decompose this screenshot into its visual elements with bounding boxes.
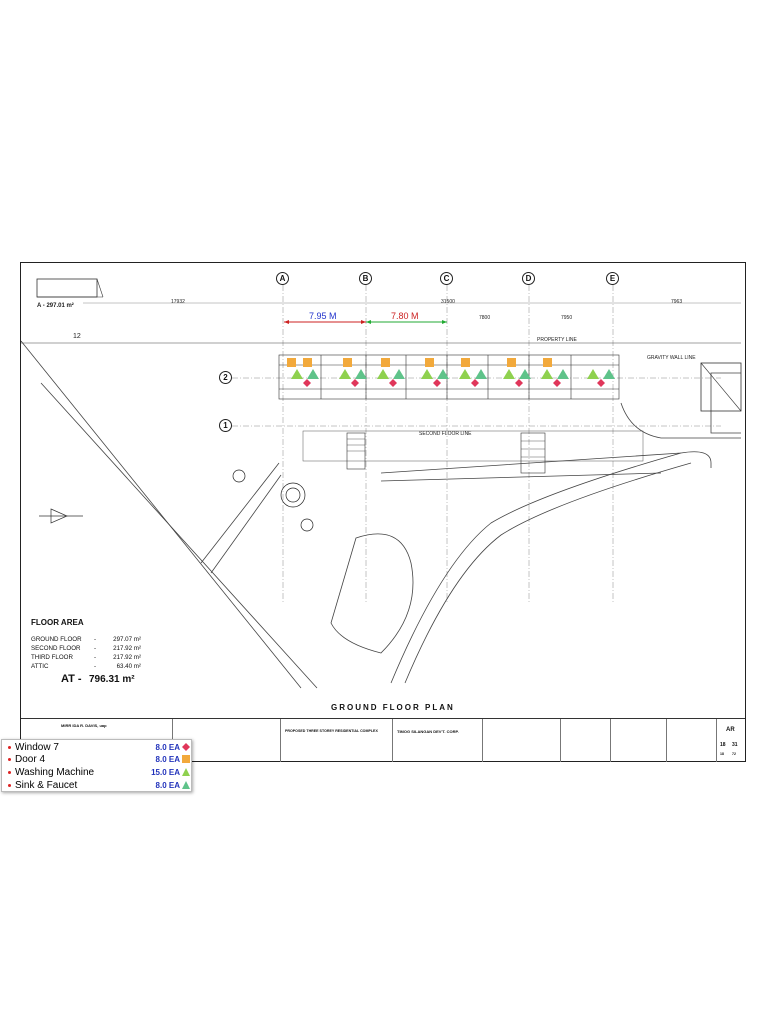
area-tag-box <box>36 278 98 298</box>
floor-area-row-dash: - <box>93 645 97 652</box>
north-arrow <box>39 508 83 524</box>
title-block-revisions <box>561 719 611 762</box>
sheet-total: 31 <box>732 742 738 748</box>
legend-item-name: Door 4 <box>15 753 46 765</box>
property-line-label: PROPERTY LINE <box>537 337 577 343</box>
title-block-sheet: AR 18 31 18 72 <box>717 719 745 762</box>
building-units <box>278 354 620 400</box>
sheet-number-2: 18 <box>720 752 724 756</box>
dimension-top-3: 7963 <box>671 299 683 305</box>
floor-area-row: THIRD FLOOR - 217.92 m² <box>31 653 201 662</box>
dimension-ab: 7.95 M <box>309 311 337 321</box>
stair-right <box>520 432 546 474</box>
adjacent-structure <box>700 362 742 412</box>
grid-bubble-2: 2 <box>219 371 232 384</box>
grid-lines <box>221 285 721 603</box>
square-icon <box>182 755 190 763</box>
legend-bullet <box>8 757 11 761</box>
dimension-sub-1: 7800 <box>479 315 491 321</box>
plan-title: GROUND FLOOR PLAN <box>331 703 455 712</box>
second-floor-outline <box>302 430 644 462</box>
triangle-icon <box>182 768 190 776</box>
floor-area-row-value: 217.92 m² <box>113 654 141 661</box>
project-title: PROPOSED THREE STOREY RESIDENTIAL COMPLE… <box>285 729 378 733</box>
floor-area-total-label: AT - <box>61 673 82 685</box>
dimension-bc: 7.80 M <box>391 311 419 321</box>
legend-bullet <box>8 770 11 774</box>
floor-area-row: SECOND FLOOR - 217.92 m² <box>31 644 201 653</box>
floor-area-row-value: 63.40 m² <box>116 663 141 670</box>
quantity-legend: Window 7 8.0 EA Door 4 8.0 EA Washing Ma… <box>1 739 192 792</box>
owner-name: TIMOG SILANGAN DEV'T. CORP. <box>397 729 459 734</box>
floor-area-row: GROUND FLOOR - 297.07 m² <box>31 635 201 644</box>
title-block-notes <box>173 719 281 762</box>
legend-item-name: Window 7 <box>15 741 59 753</box>
floor-area-row-value: 217.92 m² <box>113 645 141 652</box>
architect-name: MIRR IDA R. DAVIS, uap <box>61 723 107 728</box>
sheet-prefix: AR <box>726 727 735 733</box>
triangle-icon <box>182 781 190 789</box>
driveway <box>21 340 741 689</box>
legend-item-qty: 8.0 EA <box>155 780 180 790</box>
title-block-owner: TIMOG SILANGAN DEV'T. CORP. <box>393 719 483 762</box>
grid-bubble-1: 1 <box>219 419 232 432</box>
legend-item[interactable]: Window 7 8.0 EA <box>2 741 193 753</box>
sheet-total-2: 72 <box>732 752 736 756</box>
floor-area-row: ATTIC - 63.40 m² <box>31 662 201 671</box>
floor-area-row-name: THIRD FLOOR <box>31 654 73 661</box>
floor-area-total: AT - 796.31 m² <box>31 673 201 685</box>
grid-bubble-d: D <box>522 272 535 285</box>
sheet-number: 18 <box>720 742 726 748</box>
floor-area-total-value: 796.31 m² <box>89 673 135 685</box>
legend-bullet <box>8 783 11 787</box>
site-plan-drawing <box>21 278 742 689</box>
legend-item-qty: 8.0 EA <box>155 754 180 764</box>
fixture-markers <box>287 358 615 387</box>
floor-area-row-name: SECOND FLOOR <box>31 645 81 652</box>
legend-item-name: Sink & Faucet <box>15 779 78 791</box>
floor-area-table: FLOOR AREA GROUND FLOOR - 297.07 m² SECO… <box>31 618 201 685</box>
floor-area-row-name: GROUND FLOOR <box>31 636 82 643</box>
legend-item-name: Washing Machine <box>15 766 95 778</box>
dimension-top-1: 17932 <box>171 299 185 305</box>
trees <box>232 469 314 532</box>
title-block-signature <box>483 719 561 762</box>
dimension-top-2: 31500 <box>441 299 455 305</box>
title-block-project: PROPOSED THREE STOREY RESIDENTIAL COMPLE… <box>281 719 393 762</box>
grid-bubble-b: B <box>359 272 372 285</box>
legend-item-qty: 8.0 EA <box>155 742 180 752</box>
floor-area-row-value: 297.07 m² <box>113 636 141 643</box>
floor-area-title: FLOOR AREA <box>31 618 84 627</box>
grid-bubble-e: E <box>606 272 619 285</box>
drawing-sheet: A - 297.01 m² 12 17932 31500 7963 7800 7… <box>20 262 746 762</box>
grid-marker-label: 12 <box>73 333 81 340</box>
floor-area-row-name: ATTIC <box>31 663 49 670</box>
legend-bullet <box>8 745 11 749</box>
floor-area-row-dash: - <box>93 663 97 670</box>
area-tag-label: A - 297.01 m² <box>37 303 74 309</box>
title-block-content <box>611 719 667 762</box>
legend-item-qty: 15.0 EA <box>151 767 180 777</box>
diamond-icon <box>182 743 190 751</box>
firewall-label-right: GRAVITY WALL LINE <box>647 355 696 361</box>
dimension-sub-2: 7950 <box>561 315 573 321</box>
legend-item[interactable]: Washing Machine 15.0 EA <box>2 766 193 778</box>
title-block-engineer <box>667 719 717 762</box>
floor-area-row-dash: - <box>93 654 97 661</box>
floor-area-row-dash: - <box>93 636 97 643</box>
legend-item[interactable]: Sink & Faucet 8.0 EA <box>2 779 193 791</box>
second-floor-line-label: SECOND FLOOR LINE <box>419 431 472 437</box>
grid-bubble-c: C <box>440 272 453 285</box>
legend-item[interactable]: Door 4 8.0 EA <box>2 753 193 765</box>
grid-bubble-a: A <box>276 272 289 285</box>
